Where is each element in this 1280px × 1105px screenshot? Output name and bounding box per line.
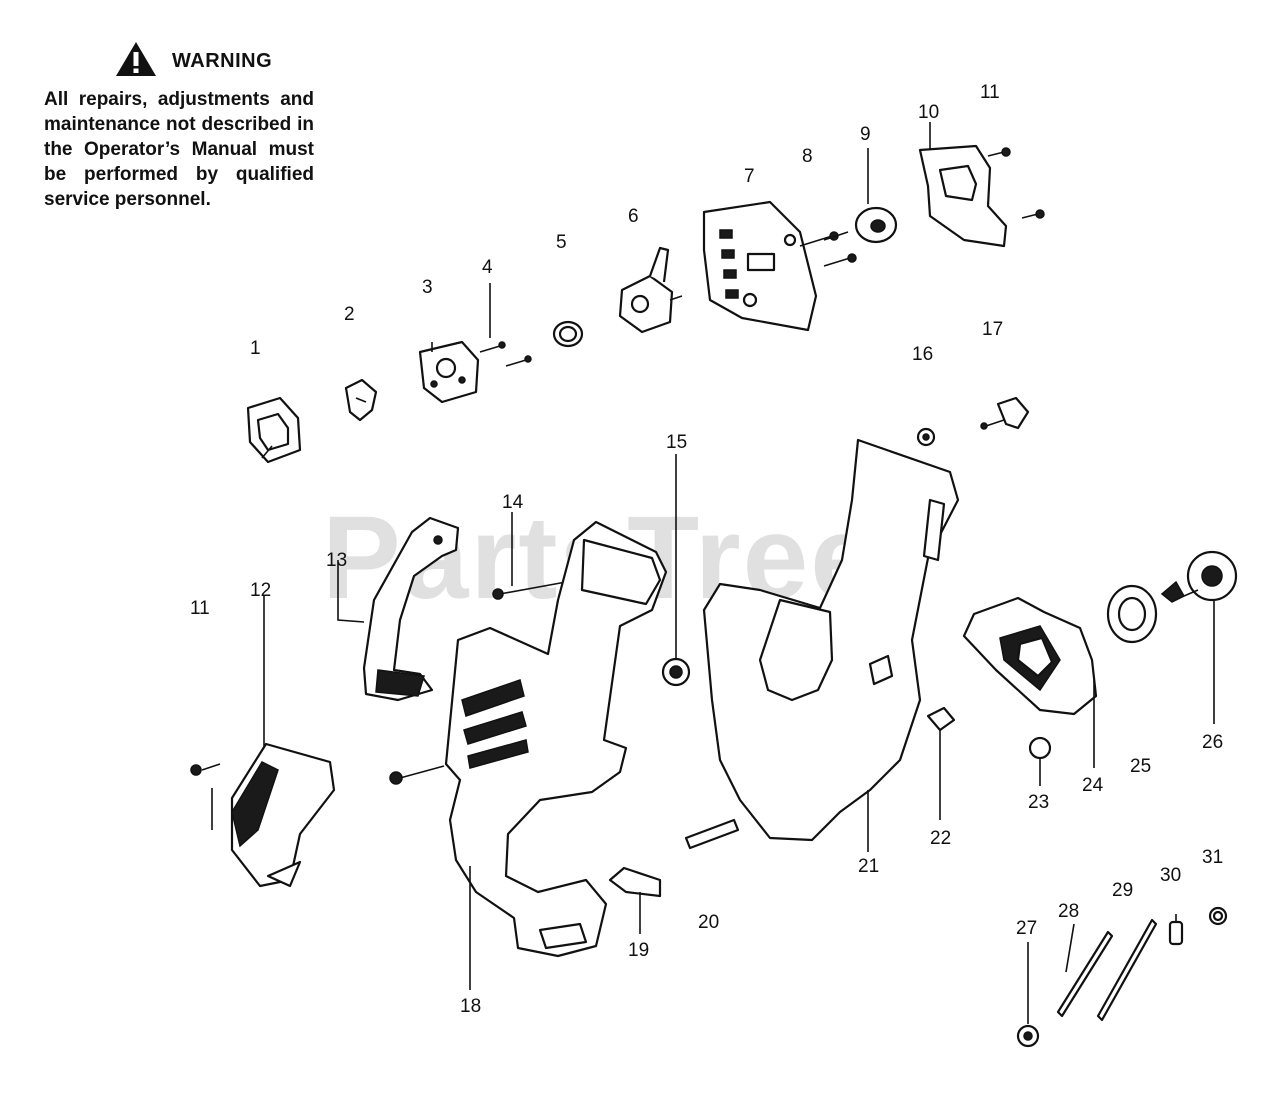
- callout-11-top: 11: [980, 82, 1000, 103]
- part-9-bushing: [854, 148, 898, 244]
- callout-4: 4: [482, 257, 493, 278]
- callout-28: 28: [1058, 901, 1079, 922]
- part-2-bracket: [344, 378, 378, 422]
- part-3-intake-block: [418, 340, 480, 404]
- callout-1: 1: [250, 338, 261, 359]
- part-30-fuel-filter: [1168, 914, 1184, 946]
- part-7-cylinder-cover: [702, 200, 818, 332]
- part-31-grommet: [1208, 906, 1228, 926]
- callout-12: 12: [250, 580, 271, 601]
- part-15-impeller-hub: [661, 454, 691, 687]
- part-18-blower-housing-left: [444, 520, 668, 990]
- part-20-pin: [684, 818, 740, 850]
- part-28-fuel-line: [1056, 923, 1114, 1018]
- callout-13: 13: [326, 550, 347, 571]
- part-1-air-filter: [246, 396, 302, 464]
- part-4-screws: [479, 283, 532, 367]
- part-24-impeller: [962, 596, 1098, 768]
- part-8-screws: [799, 231, 857, 267]
- part-23-nut: [1028, 736, 1052, 786]
- callout-24: 24: [1082, 775, 1104, 796]
- callout-3: 3: [422, 277, 433, 298]
- callout-6: 6: [628, 206, 639, 227]
- callout-31: 31: [1202, 847, 1223, 868]
- callout-19: 19: [628, 940, 649, 961]
- part-22-pad: [926, 706, 956, 820]
- callout-26: 26: [1202, 732, 1223, 753]
- part-10-plate: [918, 122, 1008, 248]
- part-25-seal-ring: [1106, 584, 1158, 644]
- callout-2: 2: [344, 304, 355, 325]
- part-26-nut-assembly: [1160, 550, 1238, 724]
- part-14-screw: [492, 512, 567, 600]
- part-27-washer: [1016, 942, 1040, 1048]
- part-21-blower-housing-right: [702, 438, 960, 852]
- part-17-knob: [980, 396, 1030, 430]
- part-6-carburetor: [618, 246, 683, 334]
- callout-18: 18: [460, 996, 481, 1017]
- callout-9: 9: [860, 124, 871, 145]
- callout-20: 20: [698, 912, 719, 933]
- callout-11-left: 11: [190, 598, 210, 619]
- callout-25: 25: [1130, 756, 1151, 777]
- part-13-handle: [337, 516, 460, 702]
- callout-16: 16: [912, 344, 933, 365]
- callout-7: 7: [744, 166, 755, 187]
- part-11-screws: [987, 147, 1045, 219]
- part-19-clip: [608, 866, 662, 934]
- callout-29: 29: [1112, 880, 1133, 901]
- part-29-fuel-line: [1096, 918, 1158, 1022]
- warning-triangle-icon: [114, 40, 158, 83]
- warning-notice: WARNING All repairs, adjustments and mai…: [44, 40, 314, 212]
- callout-labels: 1 2 3 4 5 6 7 8 9 10 11 11 12 13 14 15 1…: [190, 82, 1223, 1017]
- part-11-screw-lower: [190, 763, 221, 830]
- callout-8: 8: [802, 146, 813, 167]
- callout-27: 27: [1016, 918, 1037, 939]
- callout-22: 22: [930, 828, 951, 849]
- callout-5: 5: [556, 232, 567, 253]
- callout-15: 15: [666, 432, 687, 453]
- callout-23: 23: [1028, 792, 1049, 813]
- callout-17: 17: [982, 319, 1003, 340]
- warning-text: All repairs, adjustments and maintenance…: [44, 89, 314, 210]
- callout-10: 10: [918, 102, 939, 123]
- part-12-engine-cover: [230, 596, 336, 888]
- part-18-screw: [389, 765, 445, 785]
- part-16-nut: [916, 427, 936, 447]
- callout-14: 14: [502, 492, 524, 513]
- callout-21: 21: [858, 856, 879, 877]
- callout-30: 30: [1160, 865, 1181, 886]
- warning-title: WARNING: [172, 50, 273, 72]
- part-5-gasket: [552, 320, 584, 348]
